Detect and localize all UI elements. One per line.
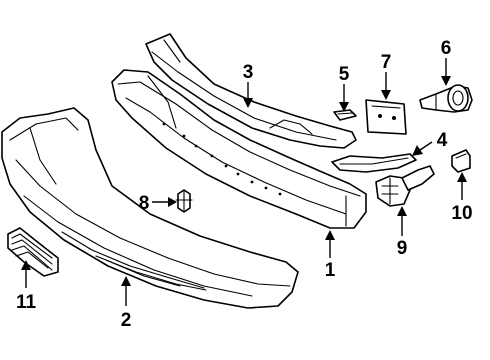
part-2-bumper-cover xyxy=(1,107,299,309)
part-5-bracket xyxy=(333,109,357,121)
leader-4 xyxy=(419,141,433,151)
callout-10: 10 xyxy=(451,203,472,224)
part-7-plate-bracket xyxy=(365,99,407,135)
callouts: 3 5 7 6 4 10 9 1 8 2 11 xyxy=(16,38,473,331)
callout-7: 7 xyxy=(381,52,392,73)
callout-6: 6 xyxy=(441,38,452,59)
part-9-marker-lamp xyxy=(375,165,435,207)
part-8-clip xyxy=(175,189,193,213)
part-10-mount xyxy=(451,149,471,173)
part-1-reinforcement-bar xyxy=(111,69,367,229)
callout-8: 8 xyxy=(139,193,150,214)
callout-5: 5 xyxy=(339,64,350,85)
part-6-fog-lamp xyxy=(419,84,473,113)
callout-9: 9 xyxy=(397,238,408,259)
part-11-grille xyxy=(7,227,59,277)
callout-3: 3 xyxy=(243,62,254,83)
leader-lines xyxy=(21,58,467,306)
callout-1: 1 xyxy=(325,260,336,281)
part-4-filler-strip xyxy=(331,153,417,173)
callout-2: 2 xyxy=(121,310,132,331)
callout-4: 4 xyxy=(437,130,448,151)
part-3-energy-absorber xyxy=(145,33,357,149)
callout-11: 11 xyxy=(16,292,37,313)
